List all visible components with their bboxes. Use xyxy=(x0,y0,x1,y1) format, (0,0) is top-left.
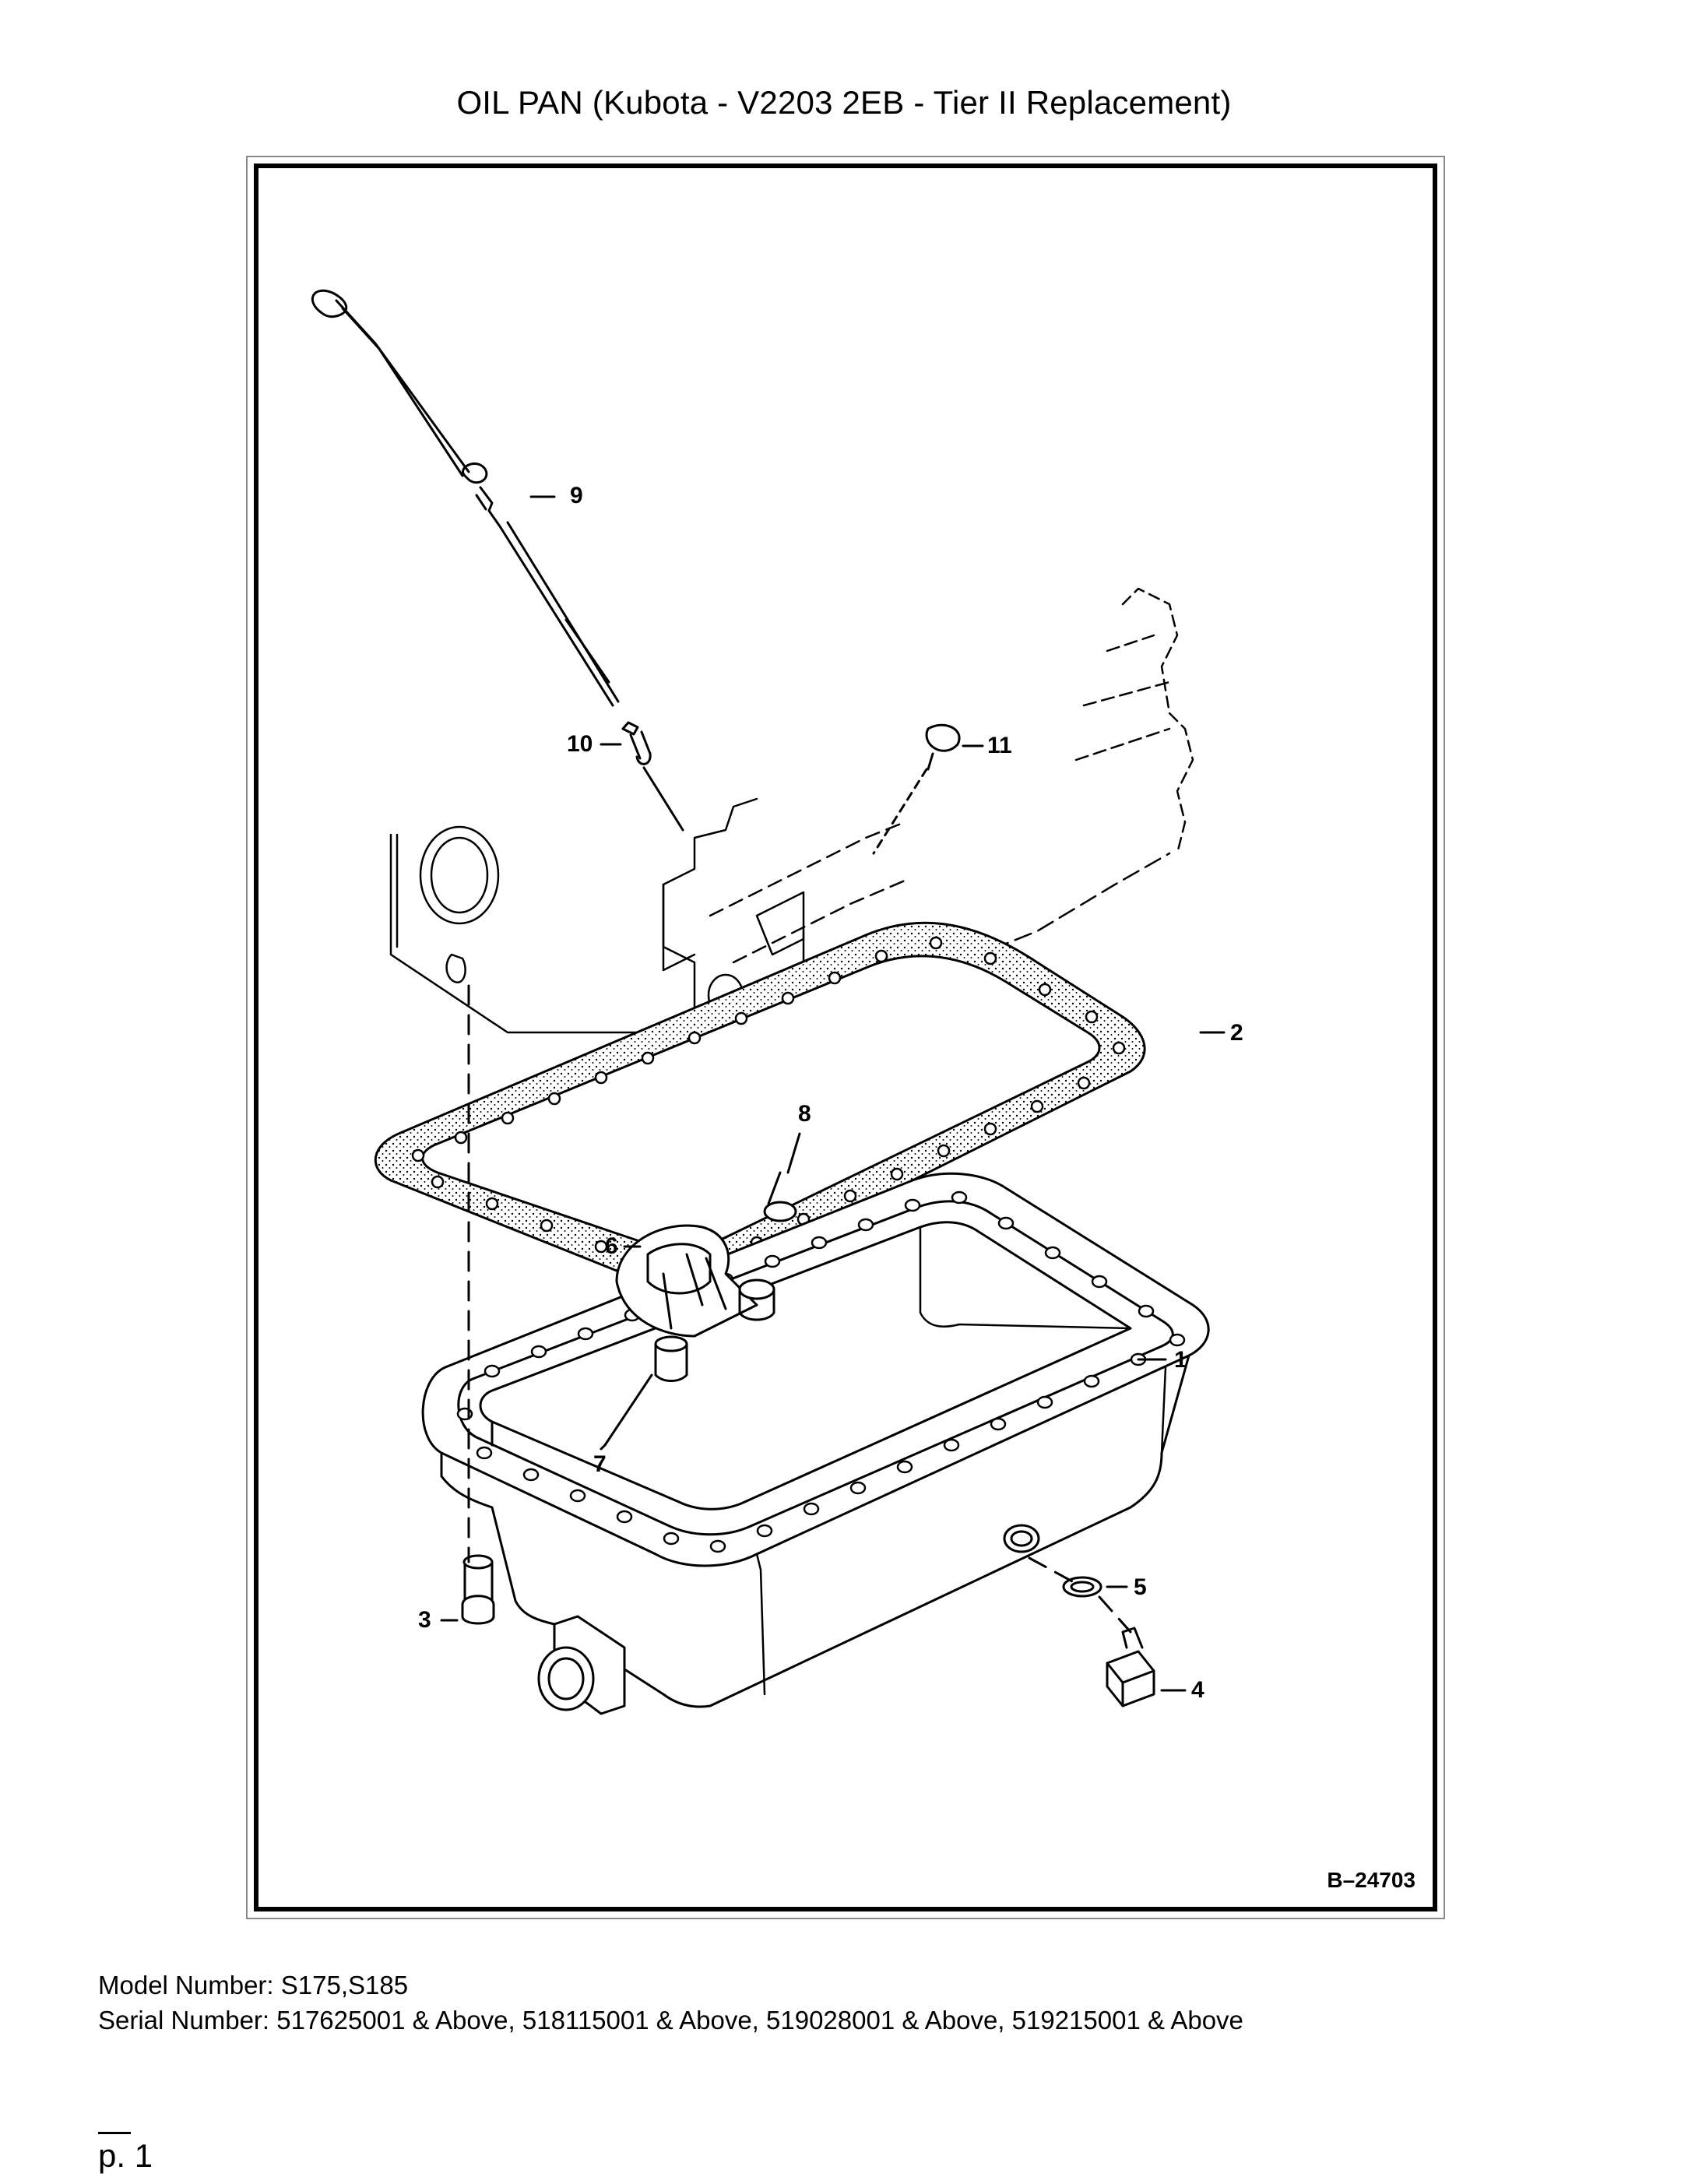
page-number-rule xyxy=(98,2132,131,2134)
page-number: p. 1 xyxy=(98,2137,153,2174)
callout-3: 3 xyxy=(418,1607,431,1633)
serial-number-line: Serial Number: 517625001 & Above, 518115… xyxy=(98,2005,1243,2036)
figure-number: B–24703 xyxy=(1327,1868,1415,1892)
flange-bolt xyxy=(461,1554,495,1625)
callout-1: 1 xyxy=(1174,1347,1187,1373)
callout-9: 9 xyxy=(570,483,583,508)
callout-5: 5 xyxy=(1134,1574,1147,1600)
callout-10: 10 xyxy=(567,731,593,757)
callout-2: 2 xyxy=(1230,1020,1243,1046)
parts-diagram: 9 10 11 8 2 6 7 1 5 3 4 B–24703 xyxy=(254,164,1437,1911)
serial-number-label: Serial Number: xyxy=(98,2006,270,2035)
model-number-line: Model Number: S175,S185 xyxy=(98,1970,408,2001)
strainer-bolt xyxy=(603,1335,688,1447)
callout-8: 8 xyxy=(798,1101,811,1127)
oil-pan xyxy=(421,1172,1210,1715)
oil-pan-gasket xyxy=(374,921,1146,1287)
model-number-label: Model Number: xyxy=(98,1971,274,1999)
leader-lines xyxy=(440,495,1226,1692)
callout-4: 4 xyxy=(1191,1677,1204,1703)
plug xyxy=(872,723,961,855)
alignment-lines xyxy=(467,984,1132,1634)
dipstick-guide xyxy=(621,721,684,832)
page-title: OIL PAN (Kubota - V2203 2EB - Tier II Re… xyxy=(456,84,1232,121)
drain-plug xyxy=(1106,1627,1155,1707)
callout-11: 11 xyxy=(987,733,1012,758)
oil-strainer xyxy=(615,1171,797,1338)
parts-diagram-frame: 9 10 11 8 2 6 7 1 5 3 4 B–24703 xyxy=(246,156,1445,1919)
callout-6: 6 xyxy=(605,1233,618,1259)
dipstick xyxy=(311,289,620,707)
serial-number-value: 517625001 & Above, 518115001 & Above, 51… xyxy=(276,2006,1243,2035)
washer xyxy=(1062,1576,1102,1598)
callout-7: 7 xyxy=(593,1451,607,1477)
exploded-view-drawing xyxy=(311,289,1226,1715)
model-number-value: S175,S185 xyxy=(280,1971,409,1999)
